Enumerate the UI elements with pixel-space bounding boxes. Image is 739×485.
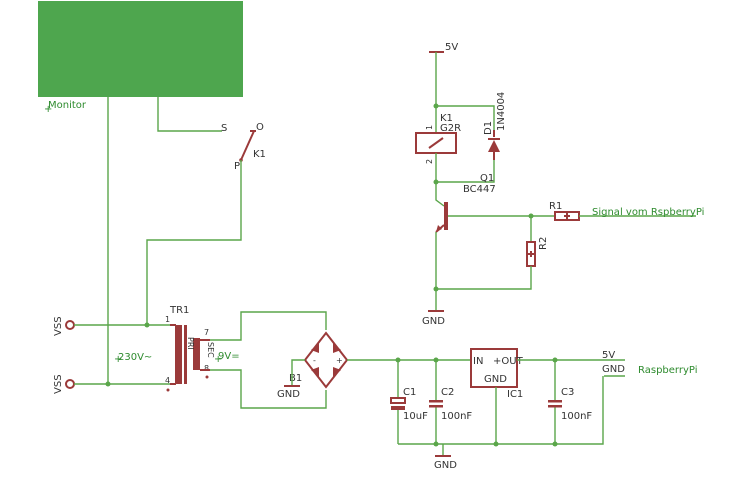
tr1-pin7: 7: [204, 328, 209, 337]
tr1-primary-coil: [175, 325, 182, 384]
tr1-core: [184, 325, 187, 384]
voltage-9-label: 9V=: [218, 351, 240, 362]
voltage-9-mark: +: [214, 354, 222, 365]
d1-part-label: 1N4004: [496, 92, 507, 131]
bridge-diode-3: [311, 367, 319, 377]
wire-5v-diode: [436, 105, 495, 130]
c3-value: 100nF: [561, 411, 592, 422]
coil-pin2-label: 2: [425, 159, 434, 164]
vss-bottom-label: VSS: [53, 374, 64, 394]
q1-base-bar: [444, 202, 448, 230]
bridge-rectifier-b1: [303, 331, 349, 389]
k1-coil-slash: [428, 137, 444, 149]
junction-gnd-c2: [433, 441, 439, 447]
out-5v-label: 5V: [602, 350, 615, 361]
vss-bottom-terminal: [65, 379, 75, 389]
tr1-dot-primary: [166, 388, 170, 392]
vss-top-terminal: [65, 320, 75, 330]
d1-body: [488, 140, 500, 152]
c2-plate-b: [429, 405, 443, 408]
switch-label-s: S: [221, 123, 227, 134]
r1-mark: [564, 213, 570, 219]
ic1-regulator: [470, 348, 518, 388]
g2r-label: G2R: [440, 123, 461, 134]
q1-label: Q1: [480, 173, 494, 184]
ic1-label: IC1: [507, 389, 523, 400]
junction-5v: [433, 103, 439, 109]
tr1-label: TR1: [169, 305, 189, 316]
tr1-dot-secondary: [205, 375, 209, 379]
c1-plate-minus: [391, 406, 405, 410]
switch-label-p: P: [234, 161, 240, 172]
switch-label-o: O: [256, 122, 264, 133]
bridge-minus: -: [313, 356, 316, 365]
ic1-out-label: +OUT: [493, 356, 524, 367]
r1-label: R1: [549, 201, 562, 212]
gnd-bottom-label: GND: [434, 460, 457, 471]
gnd-q-label: GND: [422, 316, 445, 327]
wire-sec-bottom: [210, 369, 327, 409]
monitor-origin-mark: +: [44, 104, 52, 115]
gnd-b1-label: GND: [277, 389, 300, 400]
raspberry-label: RaspberryPi: [638, 365, 697, 376]
wire-monitor-right: [157, 97, 222, 132]
coil-pin1-label: 1: [425, 125, 434, 130]
tr1-pin8: 8: [204, 364, 209, 373]
junction-gnd-c3: [552, 441, 558, 447]
bc447-label: BC447: [463, 184, 496, 195]
relay-switch-contact: [240, 130, 256, 161]
wire-r2-bottom: [436, 266, 532, 290]
switch-label-k1: K1: [253, 149, 266, 160]
tr1-pin1: 1: [165, 315, 170, 324]
bridge-diode-2: [333, 343, 341, 353]
tr1-sec-mark: SEC: [206, 342, 215, 358]
c1-value: 10uF: [403, 411, 428, 422]
signal-label: Signal vom RspberryPi: [592, 207, 704, 218]
out-gnd-label: GND: [602, 364, 625, 375]
wire-gnd-rail: [398, 376, 604, 445]
c2-label: C2: [441, 387, 454, 398]
junction-vss-bottom: [105, 381, 111, 387]
r2-label: R2: [538, 237, 549, 250]
tr1-secondary-leads: [200, 339, 210, 371]
c2-plate-a: [429, 400, 443, 403]
bridge-diode-4: [333, 367, 341, 377]
r2-mark: [528, 251, 534, 257]
bridge-plus: +: [336, 356, 343, 365]
junction-r2-gnd: [433, 286, 439, 292]
tr1-secondary-coil: [193, 338, 200, 370]
wire-diode-down: [436, 160, 495, 183]
wire-sec-top: [210, 311, 327, 341]
ic1-in-label: IN: [473, 356, 483, 367]
c3-plate-b: [548, 405, 562, 408]
bridge-diode-1: [311, 343, 319, 353]
b1-label: B1: [289, 373, 302, 384]
c3-plate-a: [548, 400, 562, 403]
k1-coil-label: K1: [440, 113, 453, 124]
c1-plate-plus: [390, 397, 406, 404]
c1-label: C1: [403, 387, 416, 398]
voltage-230-label: 230V~: [118, 352, 152, 363]
wire-bridge-gnd: [291, 359, 305, 386]
wire-switch-down: [146, 160, 242, 325]
monitor-label: Monitor: [48, 100, 87, 111]
vss-top-label: VSS: [53, 316, 64, 336]
ic1-gnd-label: GND: [484, 374, 507, 385]
q1-emitter-arrow: [436, 225, 442, 232]
tr1-pri-mark: PRI: [186, 337, 195, 350]
junction-gnd-ic: [493, 441, 499, 447]
voltage-230-mark: +: [114, 354, 122, 365]
c2-value: 100nF: [441, 411, 472, 422]
monitor-block: [38, 1, 243, 97]
tr1-pin4: 4: [165, 376, 170, 385]
v5-top-label: 5V: [445, 42, 458, 53]
junction-vss-top: [144, 322, 150, 328]
wire-q-collector: [435, 182, 445, 207]
d1-label: D1: [483, 121, 494, 135]
c3-label: C3: [561, 387, 574, 398]
